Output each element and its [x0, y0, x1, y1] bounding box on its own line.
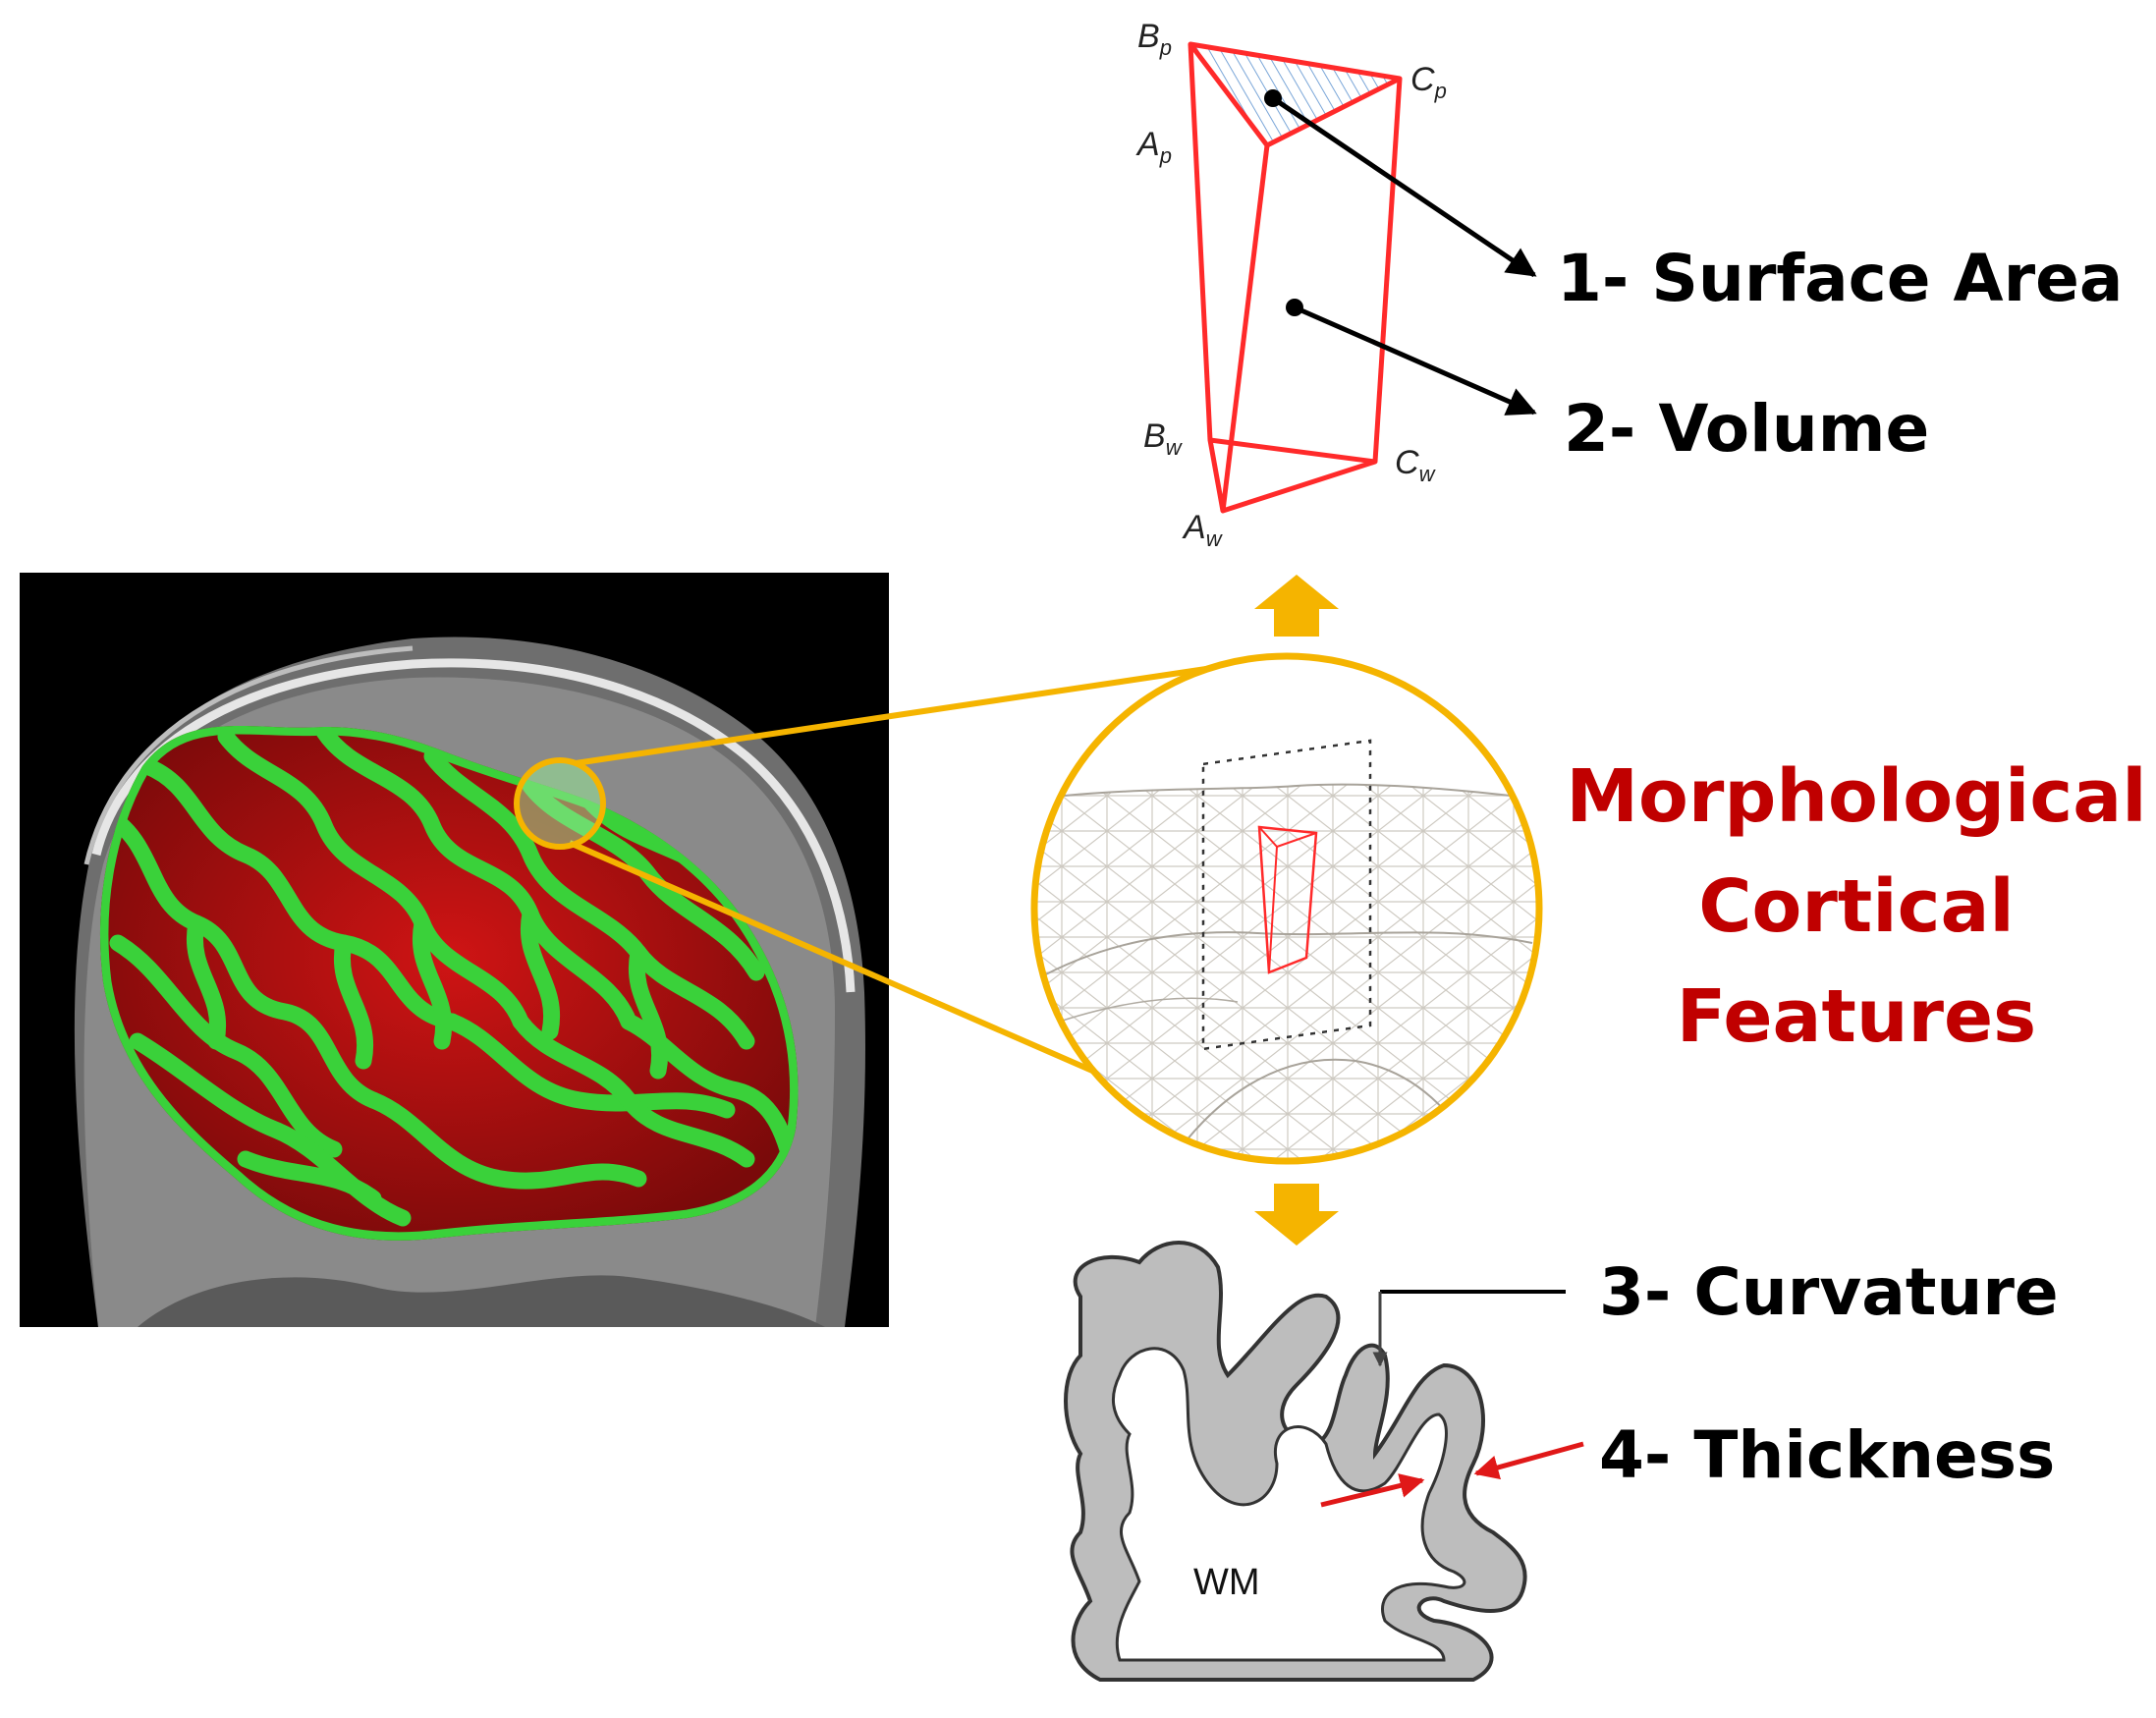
mri-brain-panel [20, 573, 889, 1327]
title-line-3: Features [1676, 974, 2037, 1059]
vertex-label-aw: Aw [1184, 509, 1222, 551]
arrow-down-icon [1254, 1184, 1339, 1246]
thickness-arrow-outer [1473, 1441, 1584, 1480]
title-line-1: Morphological [1566, 754, 2147, 839]
zoom-source-circle [514, 757, 606, 850]
vertex-label-bw: Bw [1143, 417, 1182, 460]
white-matter-label: WM [1193, 1562, 1260, 1603]
vertex-label-bp: Bp [1137, 18, 1172, 60]
feature-surface-area: 1- Surface Area [1557, 241, 2124, 316]
mini-prism [1257, 825, 1318, 974]
lower-head-shadow [138, 1275, 825, 1327]
feature-curvature: 3- Curvature [1599, 1254, 2059, 1330]
cortex-cross-section [1064, 1241, 1584, 1682]
vertex-label-cp: Cp [1410, 61, 1447, 103]
thickness-arrow-inner [1320, 1473, 1425, 1508]
zoom-lens [514, 660, 1246, 1083]
gyri-pattern [99, 725, 799, 1241]
cortical-prism [1188, 41, 1403, 514]
edge-a [1220, 144, 1270, 512]
scalp-edge [83, 645, 414, 865]
white-triangle [1207, 437, 1378, 514]
vertex-label-ap: Ap [1137, 126, 1172, 168]
vertex-label-cw: Cw [1395, 444, 1435, 486]
feature-volume: 2- Volume [1564, 391, 1930, 467]
pointer-arrow-icon [1264, 89, 1537, 416]
feature-thickness: 4- Thickness [1599, 1417, 2056, 1493]
edge-c [1372, 78, 1403, 463]
zoom-line-top [575, 660, 1246, 766]
title-line-2: Cortical [1698, 864, 2015, 949]
white-matter [1111, 1347, 1466, 1662]
skull-rim [91, 658, 856, 993]
magnifier-ring [1030, 652, 1543, 1165]
surface-area-face [1190, 44, 1400, 145]
voxel-box [1201, 739, 1372, 1051]
edge-b [1188, 43, 1213, 441]
pial-mesh [1034, 784, 1539, 1161]
magnified-mesh-view [1030, 652, 1543, 1165]
arrow-up-icon [1254, 575, 1339, 637]
zoom-line-bottom [568, 840, 1117, 1083]
pial-triangle [1188, 41, 1403, 148]
